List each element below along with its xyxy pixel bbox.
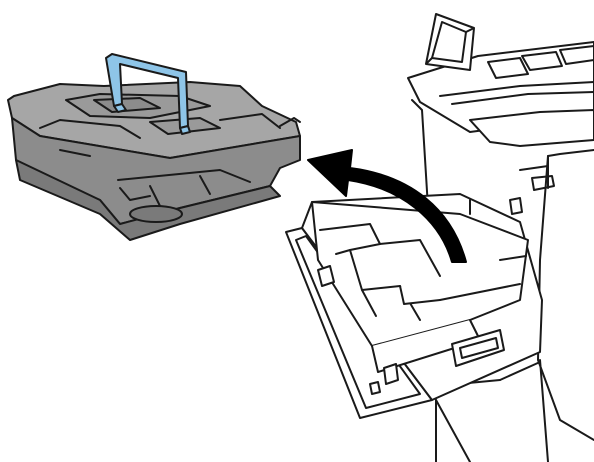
front-button	[532, 176, 554, 190]
cartridge-drawer	[286, 194, 542, 418]
control-panel	[426, 14, 474, 70]
cartridge-roller	[130, 206, 182, 222]
toner-cartridge	[8, 82, 300, 240]
